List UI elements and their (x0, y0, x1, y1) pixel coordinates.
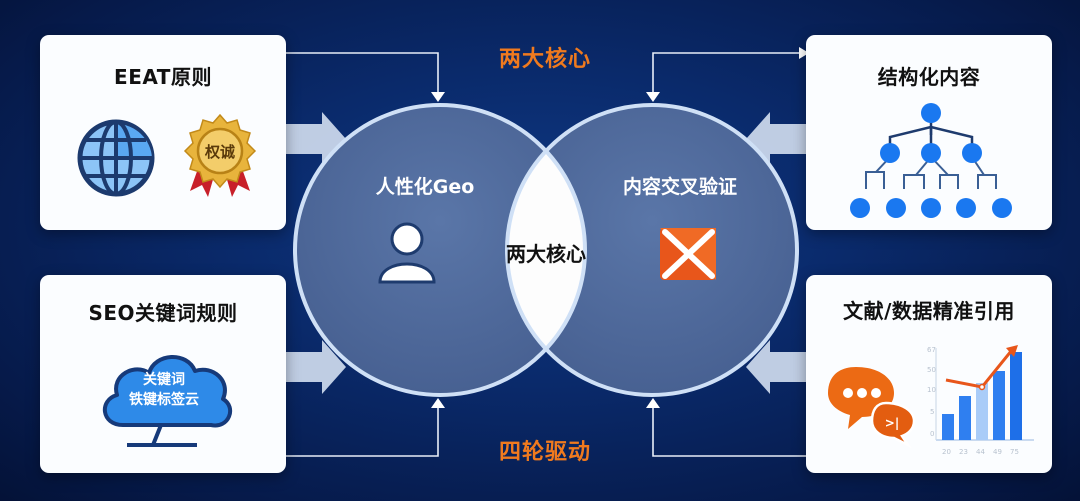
tree-hierarchy-icon (850, 103, 1012, 218)
card-structured: 结构化内容 (806, 35, 1052, 230)
card-citation: 文献/数据精准引用 >| 67 50 10 5 0 20 23 (806, 275, 1052, 473)
cloud-text-line2: 铁键标签云 (129, 392, 199, 408)
svg-text:0: 0 (930, 430, 934, 438)
cloud-text-line1: 关键词 (143, 372, 185, 388)
left-circle-label: 人性化Geo (375, 176, 475, 198)
svg-text:10: 10 (927, 386, 936, 394)
svg-text:50: 50 (927, 366, 936, 374)
svg-text:23: 23 (959, 448, 968, 456)
left-circle (295, 105, 585, 395)
cloud-text: 关键词 铁键标签云 (108, 370, 220, 410)
cross-mark-icon (660, 228, 716, 280)
user-icon (378, 222, 436, 284)
right-circle-label: 内容交叉验证 (622, 176, 737, 198)
award-medal-icon: 权诚 (183, 113, 257, 197)
arrow-left-bottom (746, 340, 806, 394)
svg-text:44: 44 (976, 448, 985, 456)
arrow-right-bottom (286, 340, 346, 394)
card-citation-title: 文献/数据精准引用 (843, 299, 1015, 323)
bottom-headline: 四轮驱动 (498, 440, 591, 465)
svg-text:>|: >| (885, 416, 899, 430)
svg-text:67: 67 (927, 346, 936, 354)
svg-text:5: 5 (930, 408, 934, 416)
chat-bubbles-icon: >| (828, 367, 916, 449)
medal-text: 权诚 (204, 143, 235, 161)
cloud-icon (102, 355, 233, 447)
card-seo-title: SEO关键词规则 (88, 301, 238, 325)
globe-icon (77, 119, 155, 197)
card-eeat-title: EEAT原则 (114, 65, 212, 89)
right-circle (507, 105, 797, 395)
bar-chart-icon: 67 50 10 5 0 20 23 44 49 75 (927, 345, 1034, 456)
svg-text:49: 49 (993, 448, 1002, 456)
svg-text:75: 75 (1010, 448, 1019, 456)
card-seo: SEO关键词规则 关键词 铁键标签云 (40, 275, 286, 473)
card-eeat: EEAT原则 权诚 (40, 35, 286, 230)
svg-text:20: 20 (942, 448, 951, 456)
intersection-label: 两大核心 (506, 242, 586, 266)
top-headline: 两大核心 (498, 47, 591, 72)
card-structured-title: 结构化内容 (877, 65, 981, 89)
